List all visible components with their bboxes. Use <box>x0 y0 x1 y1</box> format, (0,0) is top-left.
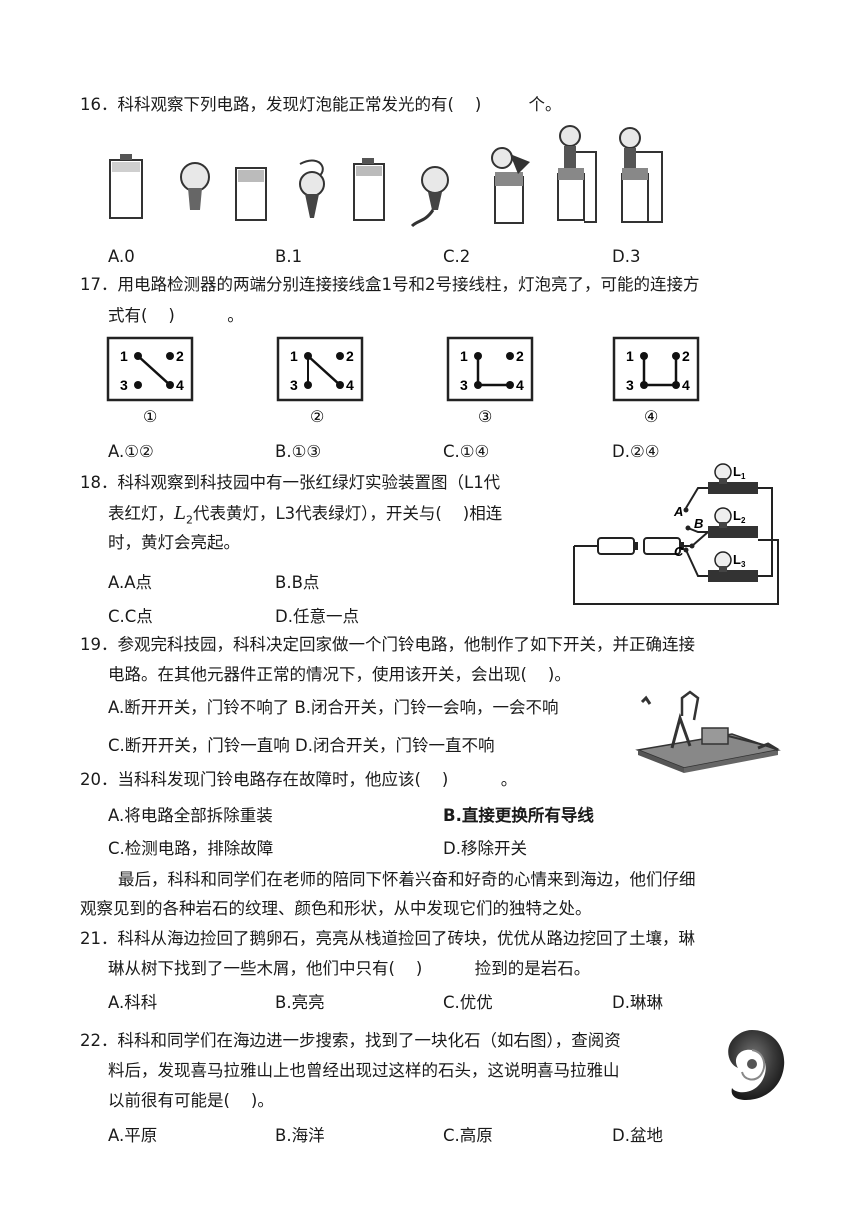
terminal-label-2: 2 <box>516 348 524 364</box>
q17-option-b[interactable]: B.①③ <box>275 442 322 461</box>
q18-traffic-light-circuit: A B C L1 L2 L3 <box>573 463 779 605</box>
q20-option-c[interactable]: C.检测电路，排除故障 <box>108 839 274 858</box>
battery-icon <box>235 167 267 221</box>
q16-option-c[interactable]: C.2 <box>443 247 471 266</box>
q16-option-a[interactable]: A.0 <box>108 247 135 266</box>
terminal-label-4: 4 <box>516 377 524 393</box>
battery-icon <box>597 537 635 555</box>
ammonite-fossil-image <box>728 1030 785 1100</box>
battery-icon <box>109 154 143 219</box>
bulb-l2-icon <box>708 507 758 538</box>
q18-option-b[interactable]: B.B点 <box>275 573 320 592</box>
point-c-label: C <box>674 544 684 559</box>
q18-option-d[interactable]: D.任意一点 <box>275 607 359 626</box>
switch-icon <box>691 531 709 547</box>
q17-stem-line1: 17．用电路检测器的两端分别连接接线盒1号和2号接线柱，灯泡亮了，可能的连接方 <box>80 275 700 294</box>
doorbell-switch-figure <box>635 690 781 773</box>
q17-option-d[interactable]: D.②④ <box>612 442 660 461</box>
q19-line2: 电路。在其他元器件正常的情况下，使用该开关，会出现( )。 <box>108 665 571 684</box>
terminal-label-2: 2 <box>682 348 690 364</box>
q20-option-b[interactable]: B.直接更换所有导线 <box>443 806 594 825</box>
q21-line1: 21．科科从海边捡回了鹅卵石，亮亮从栈道捡回了砖块，优优从路边挖回了土壤，琳 <box>80 929 695 948</box>
terminal-label-2: 2 <box>176 348 184 364</box>
terminal-label-3: 3 <box>290 377 298 393</box>
terminal-box-4: 1 2 3 4 <box>612 336 700 402</box>
point-b-label: B <box>694 516 703 531</box>
box-label-2: ② <box>310 409 324 426</box>
box-label-4: ④ <box>644 409 658 426</box>
l3-label: L3 <box>733 552 746 569</box>
terminal-label-1: 1 <box>120 348 128 364</box>
q17-option-c[interactable]: C.①④ <box>443 442 490 461</box>
q16-option-d[interactable]: D.3 <box>612 247 641 266</box>
terminal-label-1: 1 <box>290 348 298 364</box>
bulb-with-wire-icon <box>299 159 325 218</box>
q21-option-c[interactable]: C.优优 <box>443 993 493 1012</box>
battery-icon <box>353 158 385 221</box>
terminal-label-4: 4 <box>682 377 690 393</box>
l1-label: L1 <box>733 464 746 481</box>
point-a-label: A <box>673 504 683 519</box>
q17-terminal-boxes: 1 2 3 4 1 2 3 4 1 2 3 4 1 2 3 4 ① ② ③ ④ <box>106 336 700 426</box>
bulb-l1-icon <box>708 463 758 494</box>
q18-option-a[interactable]: A.A点 <box>108 573 153 592</box>
terminal-label-3: 3 <box>626 377 634 393</box>
battery-bulb-circuit-icon <box>619 127 663 223</box>
q18-line3: 时，黄灯会亮起。 <box>108 533 240 552</box>
q22-line2: 料后，发现喜马拉雅山上也曾经出现过这样的石头，这说明喜马拉雅山 <box>108 1061 620 1080</box>
terminal-label-1: 1 <box>460 348 468 364</box>
q22-option-a[interactable]: A.平原 <box>108 1126 158 1145</box>
q16-circuit-figures <box>109 125 663 228</box>
terminal-label-2: 2 <box>346 348 354 364</box>
q17-stem-line2: 式有( ) 。 <box>108 306 244 325</box>
q18-option-c[interactable]: C.C点 <box>108 607 153 626</box>
q21-line2: 琳从树下找到了一些木屑，他们中只有( ) 捡到的是岩石。 <box>108 959 591 978</box>
q19-line1: 19．参观完科技园，科科决定回家做一个门铃电路，他制作了如下开关，并正确连接 <box>80 635 695 654</box>
bulb-icon <box>180 162 210 210</box>
q21-option-d[interactable]: D.琳琳 <box>612 993 663 1012</box>
terminal-label-1: 1 <box>626 348 634 364</box>
bulb-with-wire-icon <box>410 166 449 228</box>
q21-option-a[interactable]: A.科科 <box>108 993 158 1012</box>
q22-line1: 22．科科和同学们在海边进一步搜索，找到了一块化石（如右图），查阅资 <box>80 1031 621 1050</box>
battery-bulb-circuit-icon <box>557 125 597 223</box>
bulb-l3-icon <box>708 551 758 582</box>
terminal-label-4: 4 <box>176 377 184 393</box>
terminal-box-3: 1 2 3 4 <box>446 336 534 402</box>
intro-paragraph-line1: 最后，科科和同学们在老师的陪同下怀着兴奋和好奇的心情来到海边，他们仔细 <box>118 870 696 889</box>
q20-option-a[interactable]: A.将电路全部拆除重装 <box>108 806 273 825</box>
q22-option-c[interactable]: C.高原 <box>443 1126 493 1145</box>
battery-bulb-circuit-icon <box>491 147 530 224</box>
q17-option-a[interactable]: A.①② <box>108 442 154 461</box>
q20-stem: 20．当科科发现门铃电路存在故障时，他应该( ) 。 <box>80 770 518 789</box>
q19-options-cd[interactable]: C.断开开关，门铃一直响 D.闭合开关，门铃一直不响 <box>108 736 495 755</box>
q21-option-b[interactable]: B.亮亮 <box>275 993 325 1012</box>
box-label-1: ① <box>143 409 157 426</box>
terminal-label-3: 3 <box>120 377 128 393</box>
q18-line2: 表红灯，L2代表黄灯，L3代表绿灯），开关与( )相连 <box>108 503 503 527</box>
q22-line3: 以前很有可能是( )。 <box>108 1091 274 1110</box>
box-label-3: ③ <box>478 409 492 426</box>
terminal-box-1: 1 2 3 4 <box>106 336 194 402</box>
terminal-label-3: 3 <box>460 377 468 393</box>
intro-paragraph-line2: 观察见到的各种岩石的纹理、颜色和形状，从中发现它们的独特之处。 <box>80 899 592 918</box>
q16-stem: 16．科科观察下列电路，发现灯泡能正常发光的有( ) 个。 <box>80 95 562 114</box>
l2-label: L2 <box>733 508 746 525</box>
terminal-box-2: 1 2 3 4 <box>276 336 364 402</box>
q18-line1: 18．科科观察到科技园中有一张红绿灯实验装置图（L1代 <box>80 473 501 492</box>
q22-option-d[interactable]: D.盆地 <box>612 1126 663 1145</box>
q20-option-d[interactable]: D.移除开关 <box>443 839 527 858</box>
terminal-label-4: 4 <box>346 377 354 393</box>
q16-option-b[interactable]: B.1 <box>275 247 303 266</box>
q19-options-ab[interactable]: A.断开开关，门铃不响了 B.闭合开关，门铃一会响，一会不响 <box>108 698 559 717</box>
q22-option-b[interactable]: B.海洋 <box>275 1126 325 1145</box>
